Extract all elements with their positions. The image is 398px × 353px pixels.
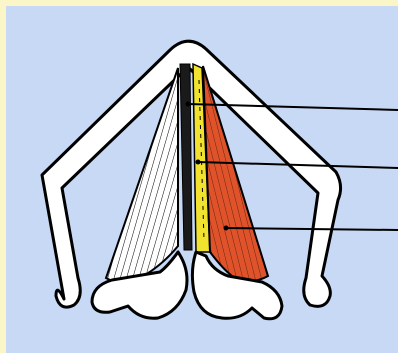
pointer-dot-2 xyxy=(196,160,201,165)
pointer-dot-1 xyxy=(186,102,191,107)
pointer-dot-3 xyxy=(224,226,229,231)
